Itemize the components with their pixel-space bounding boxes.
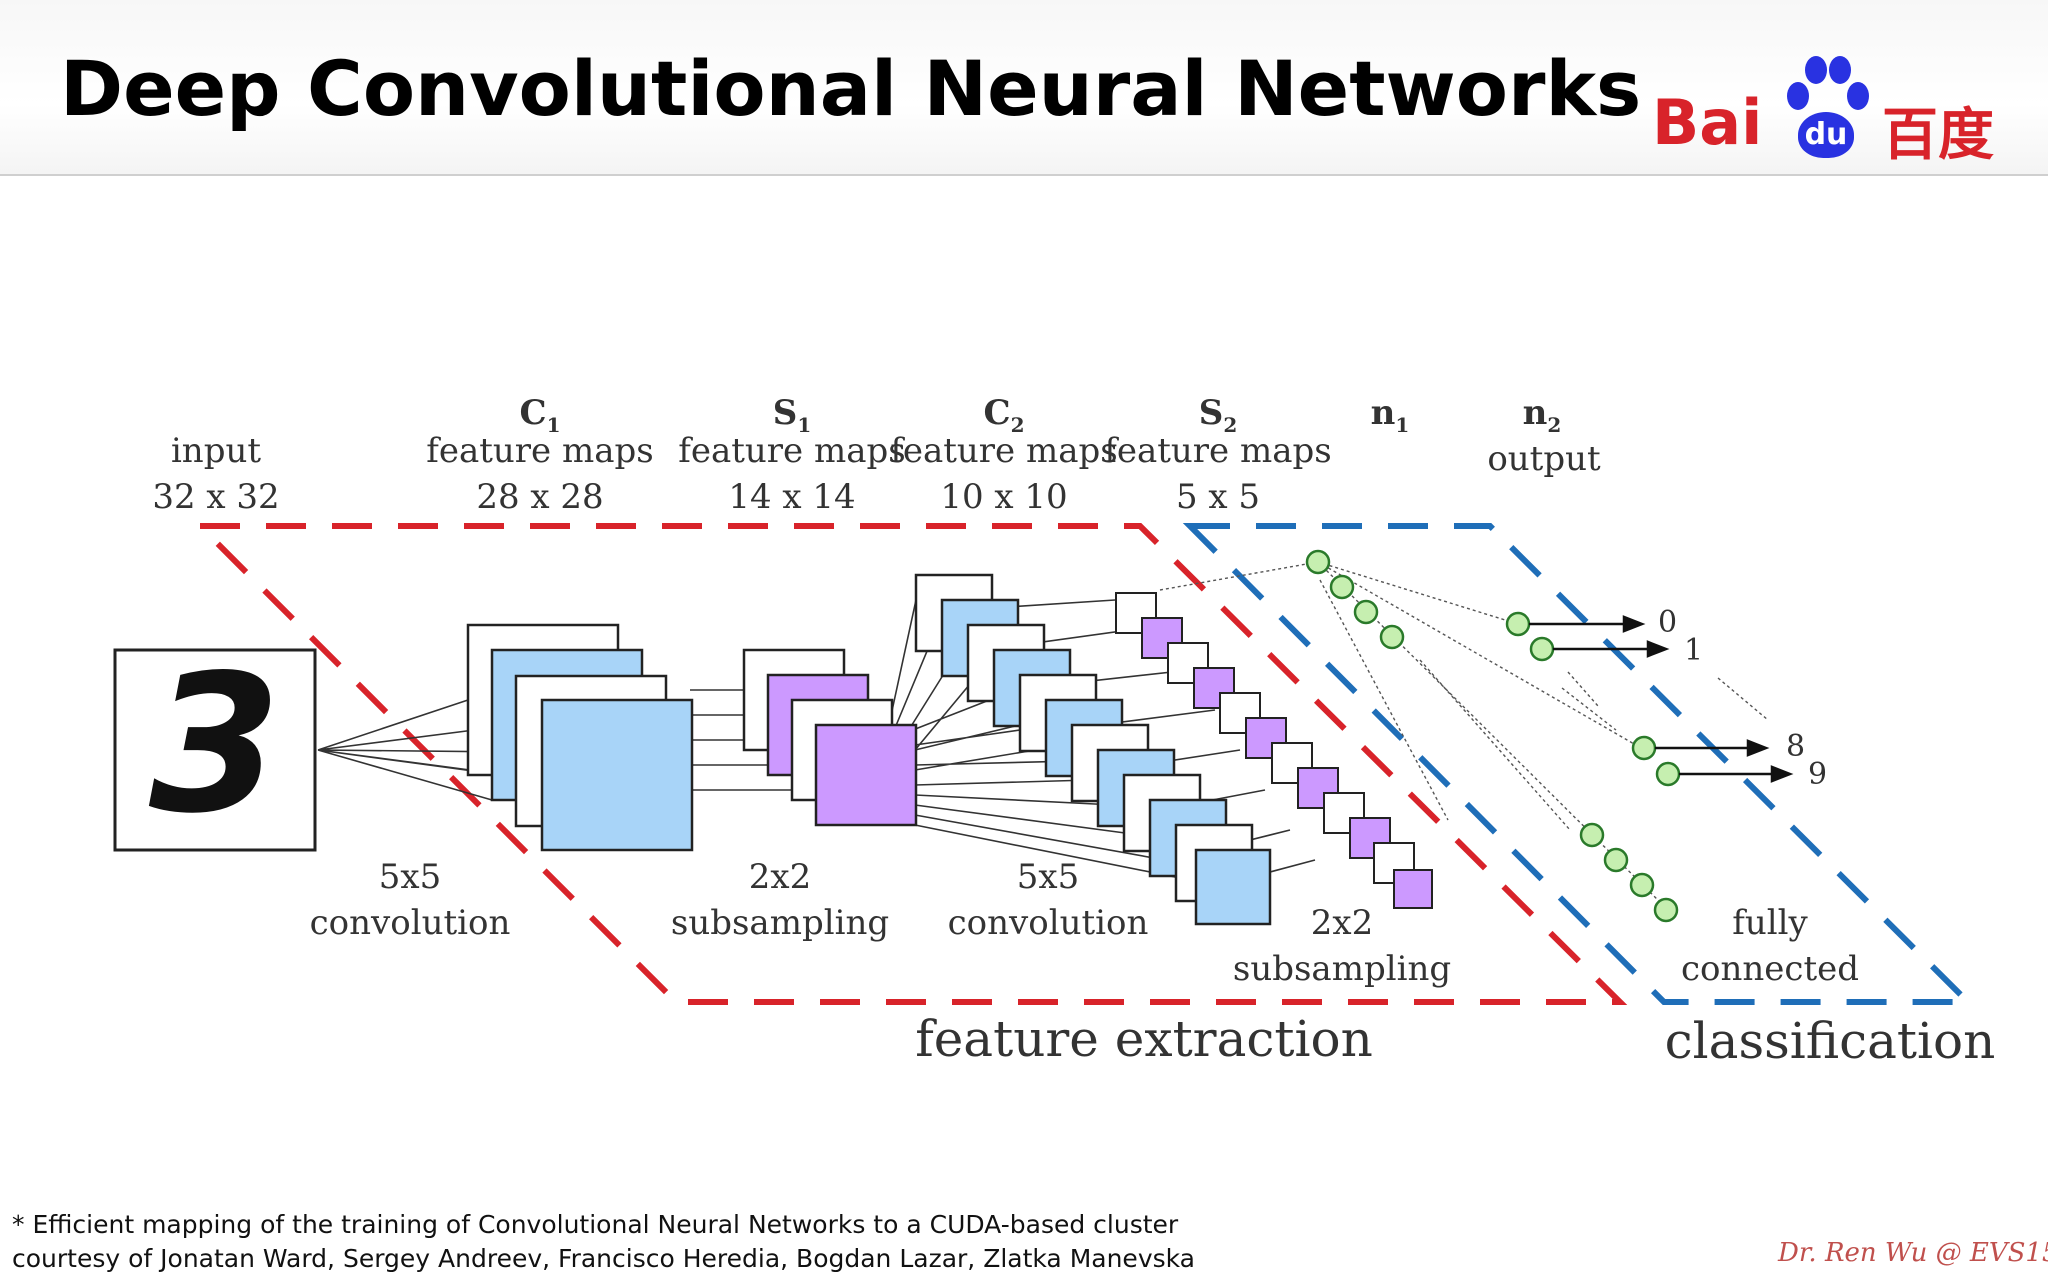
output-label-1: 1 xyxy=(1684,633,1703,668)
op-sub2-line2: subsampling xyxy=(1233,949,1451,989)
layer-c1-line2: 28 x 28 xyxy=(476,477,603,517)
layer-s2-line2: 5 x 5 xyxy=(1176,477,1260,517)
op-sub1-line1: 2x2 xyxy=(749,857,811,897)
output-arrows xyxy=(1529,615,1794,783)
slide-header xyxy=(0,0,2048,176)
s1-feature-maps xyxy=(742,648,918,827)
feature-extraction-region xyxy=(192,523,1628,1005)
c2-feature-maps xyxy=(914,573,1272,926)
output-label-8: 8 xyxy=(1786,729,1805,764)
fc-lines xyxy=(1159,561,1769,911)
output-label-9: 9 xyxy=(1808,757,1827,792)
op-conv1-line2: convolution xyxy=(310,903,511,943)
layer-c1-line1: feature maps xyxy=(426,431,653,471)
op-sub1-line2: subsampling xyxy=(671,903,889,943)
layer-c2-line1: feature maps xyxy=(890,431,1117,471)
footnote: * Efficient mapping of the training of C… xyxy=(12,1208,1195,1276)
slide-title: Deep Convolutional Neural Networks xyxy=(60,44,1642,133)
layer-s1-line2: 14 x 14 xyxy=(728,477,855,517)
layer-s2-line1: feature maps xyxy=(1104,431,1331,471)
region-classification: classification xyxy=(1665,1012,1996,1070)
layer-input-line2: 32 x 32 xyxy=(152,477,279,517)
classification-region xyxy=(1182,523,1976,1005)
op-fc-line1: fully xyxy=(1732,903,1808,943)
logo-badge: du xyxy=(1798,112,1854,158)
layer-c1-name: C1 xyxy=(520,393,561,437)
layer-s1-line1: feature maps xyxy=(678,431,905,471)
logo-text: Bai xyxy=(1652,86,1763,159)
region-feature-extraction: feature extraction xyxy=(915,1010,1373,1068)
output-label-0: 0 xyxy=(1658,605,1677,640)
layer-c2-name: C2 xyxy=(984,393,1025,437)
n1-neurons xyxy=(1305,549,1679,923)
output-labels: 0 1 8 9 xyxy=(1658,605,1827,792)
op-sub2-line1: 2x2 xyxy=(1311,903,1373,943)
footnote-line1: * Efficient mapping of the training of C… xyxy=(12,1210,1179,1239)
layer-s1-name: S1 xyxy=(773,393,811,437)
c1-feature-maps xyxy=(466,623,694,852)
input-digit: 3 xyxy=(149,634,281,855)
op-conv2-line2: convolution xyxy=(948,903,1149,943)
op-fc-line2: connected xyxy=(1681,949,1859,989)
op-conv1-line1: 5x5 xyxy=(379,857,441,897)
logo-chinese: 百度 xyxy=(1882,103,1994,168)
layer-n2-name: n2 xyxy=(1523,393,1562,437)
input-image-frame xyxy=(113,648,317,852)
layer-input-line1: input xyxy=(171,431,261,471)
layer-c2-line2: 10 x 10 xyxy=(940,477,1067,517)
paw-icon xyxy=(1787,56,1869,110)
footnote-line2: courtesy of Jonatan Ward, Sergey Andreev… xyxy=(12,1244,1195,1273)
baidu-logo: Bai du 百度 xyxy=(1652,52,2012,168)
author-signature: Dr. Ren Wu @ EVS15 xyxy=(1778,1238,2048,1268)
n2-neurons xyxy=(1505,611,1681,787)
layer-s2-name: S2 xyxy=(1199,393,1237,437)
s2-feature-maps xyxy=(1115,592,1433,909)
layer-n2-line1: output xyxy=(1487,439,1601,479)
op-conv2-line1: 5x5 xyxy=(1017,857,1079,897)
layer-n1-name: n1 xyxy=(1371,393,1410,437)
